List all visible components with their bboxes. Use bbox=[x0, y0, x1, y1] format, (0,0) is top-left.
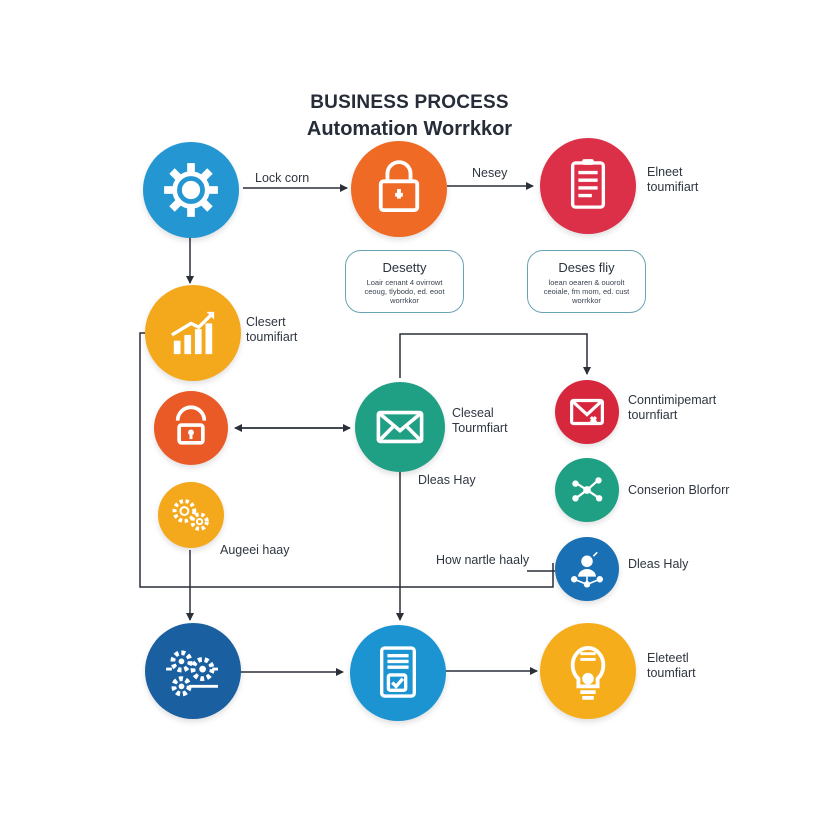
node-house-lock bbox=[154, 391, 228, 465]
document-icon bbox=[570, 159, 606, 209]
label-how-nartle: How nartle haaly bbox=[436, 553, 530, 567]
bar-chart-icon bbox=[171, 311, 215, 355]
person-network-icon bbox=[571, 551, 603, 588]
card-title: Desetty bbox=[382, 260, 427, 275]
card-body-line: loean oearen & ouorolt bbox=[548, 278, 625, 287]
checklist-icon bbox=[380, 646, 416, 698]
label-augeei-haay: Augeei haay bbox=[220, 543, 290, 557]
card-body-line: Loair cenant 4 ovirrowt bbox=[366, 278, 443, 287]
card-body-line: ceoiale, fm mom, ed. cust bbox=[543, 287, 630, 296]
house-lock-icon bbox=[175, 405, 207, 445]
card-title: Deses fliy bbox=[558, 260, 615, 275]
node-document bbox=[540, 138, 636, 234]
node-person-network bbox=[555, 537, 619, 601]
node-lightbulb bbox=[540, 623, 636, 719]
label-dleas-haly: Dleas Haly bbox=[628, 557, 689, 571]
diagram-subtitle: Automation Worrkkor bbox=[306, 118, 513, 140]
label-dleas-hay: Dleas Hay bbox=[418, 473, 476, 487]
gear-icon bbox=[164, 163, 218, 217]
node-cogs-chain bbox=[145, 623, 241, 719]
gears-icon bbox=[172, 499, 209, 531]
label-conserion: Conserion Blorforr bbox=[628, 483, 730, 497]
description-card: Deses fliy loean oearen & ouorolt ceoial… bbox=[527, 250, 646, 313]
card-body-line: ceoug, tlybodo, ed. eoot bbox=[364, 287, 445, 296]
lock-icon bbox=[378, 160, 420, 213]
node-lock bbox=[351, 141, 447, 237]
label-nesey: Nesey bbox=[472, 166, 508, 180]
node-mail bbox=[555, 380, 619, 444]
card-body-line: worrkkor bbox=[572, 296, 601, 305]
node-checklist bbox=[350, 625, 446, 721]
diagram-title: BUSINESS PROCESS bbox=[310, 92, 509, 113]
node-gear bbox=[143, 142, 239, 238]
description-card: Desetty Loair cenant 4 ovirrowt ceoug, t… bbox=[345, 250, 464, 313]
network-icon bbox=[572, 477, 603, 502]
node-chart bbox=[145, 285, 241, 381]
lightbulb-icon bbox=[570, 646, 606, 700]
mail-icon bbox=[570, 398, 604, 426]
label-lock-corn: Lock corn bbox=[255, 171, 310, 185]
arrow-n6-n7 bbox=[399, 333, 591, 378]
card-body-line: worrkkor bbox=[390, 296, 419, 305]
node-gears bbox=[158, 482, 224, 548]
envelope-icon bbox=[376, 410, 424, 444]
cogs-chain-icon bbox=[166, 650, 218, 697]
node-envelope bbox=[355, 382, 445, 472]
loop-line bbox=[139, 332, 554, 588]
node-network bbox=[555, 458, 619, 522]
